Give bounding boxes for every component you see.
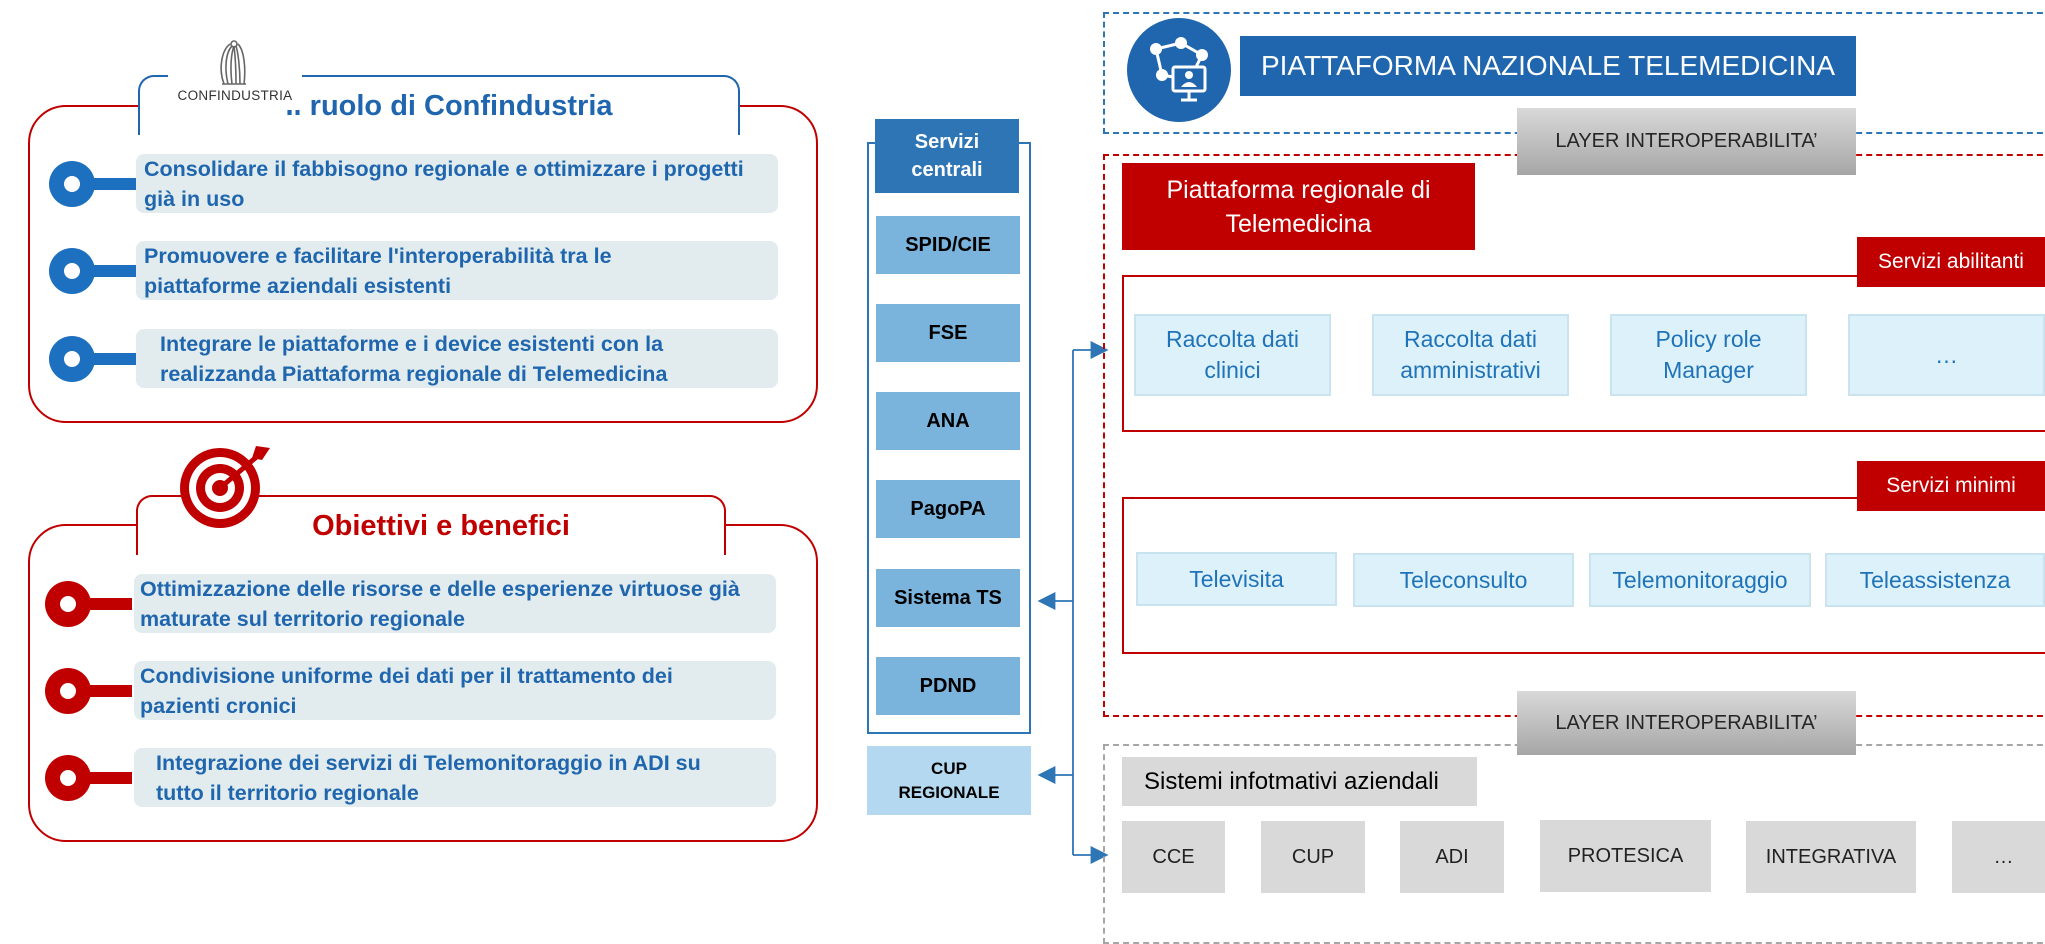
- key-bullet-icon: [45, 755, 132, 801]
- servizio-abilitante-altro: …: [1848, 314, 2045, 396]
- key-bullet-icon: [49, 161, 136, 207]
- key-bullet-icon: [49, 336, 136, 382]
- servizi-centrali-header: Servizi centrali: [875, 119, 1019, 193]
- servizio-pagopa: PagoPA: [876, 480, 1020, 538]
- layer-interoperabilita-bottom: LAYER INTEROPERABILITA’: [1517, 691, 1856, 755]
- servizi-minimi-frame: [1122, 497, 2045, 654]
- servizio-raccolta-dati-clinici: Raccolta dati clinici: [1134, 314, 1331, 396]
- confindustria-emblem-icon: [220, 40, 246, 85]
- servizio-fse: FSE: [876, 304, 1020, 362]
- servizio-televisita: Televisita: [1136, 552, 1337, 606]
- servizi-abilitanti-frame: [1122, 275, 2045, 432]
- layer-interoperabilita-top: LAYER INTEROPERABILITA’: [1517, 108, 1856, 175]
- piattaforma-regionale-title: Piattaforma regionale di Telemedicina: [1166, 175, 1431, 238]
- servizio-raccolta-dati-amministrativi: Raccolta dati amministrativi: [1372, 314, 1569, 396]
- servizi-minimi-tag: Servizi minimi: [1857, 461, 2045, 511]
- piattaforma-nazionale-title-bar: PIATTAFORMA NAZIONALE TELEMEDICINA: [1240, 36, 1856, 96]
- sistemi-aziendali-title-box: Sistemi infotmativi aziendali: [1122, 757, 1477, 806]
- key-bullet-icon: [45, 668, 132, 714]
- servizi-abilitanti-tag: Servizi abilitanti: [1857, 237, 2045, 287]
- servizio-ana: ANA: [876, 392, 1020, 450]
- sistema-protesica: PROTESICA: [1540, 820, 1711, 892]
- confindustria-item-1: Consolidare il fabbisogno regionale e ot…: [136, 154, 778, 213]
- confindustria-item-2: Promuovere e facilitare l'interoperabili…: [136, 241, 778, 300]
- sistema-altro: …: [1952, 821, 2045, 893]
- target-icon: [180, 446, 270, 528]
- key-bullet-icon: [45, 581, 132, 627]
- connector-arrows: [1037, 341, 1109, 864]
- cup-regionale-box: CUP REGIONALE: [867, 746, 1031, 815]
- confindustria-item-3: Integrare le piattaforme e i device esis…: [136, 329, 778, 388]
- obiettivi-item-1: Ottimizzazione delle risorse e delle esp…: [134, 574, 776, 633]
- obiettivi-title: Obiettivi e benefici: [312, 509, 570, 542]
- sistema-cce: CCE: [1122, 821, 1225, 893]
- obiettivi-item-3: Integrazione dei servizi di Telemonitora…: [134, 748, 776, 807]
- confindustria-logo: CONFINDUSTRIA: [168, 38, 302, 110]
- servizio-telemonitoraggio: Telemonitoraggio: [1589, 553, 1811, 607]
- piattaforma-nazionale-title: PIATTAFORMA NAZIONALE TELEMEDICINA: [1260, 50, 1836, 81]
- confindustria-title: Il ruolo di Confindustria: [285, 89, 613, 122]
- piattaforma-regionale-title-box: Piattaforma regionale di Telemedicina: [1122, 163, 1475, 250]
- key-bullet-icon: [49, 248, 136, 294]
- servizio-pdnd: PDND: [876, 657, 1020, 715]
- servizio-teleassistenza: Teleassistenza: [1825, 553, 2045, 607]
- sistema-integrativa: INTEGRATIVA: [1746, 821, 1916, 893]
- servizio-sistema-ts: Sistema TS: [876, 569, 1020, 627]
- obiettivi-item-2: Condivisione uniforme dei dati per il tr…: [134, 661, 776, 720]
- sistema-adi: ADI: [1400, 821, 1504, 893]
- confindustria-logo-text: CONFINDUSTRIA: [177, 88, 293, 103]
- sistema-cup: CUP: [1261, 821, 1365, 893]
- servizio-spid-cie: SPID/CIE: [876, 216, 1020, 274]
- telemedicine-network-icon: [1127, 18, 1231, 122]
- servizio-policy-role-manager: Policy role Manager: [1610, 314, 1807, 396]
- servizio-teleconsulto: Teleconsulto: [1353, 553, 1574, 607]
